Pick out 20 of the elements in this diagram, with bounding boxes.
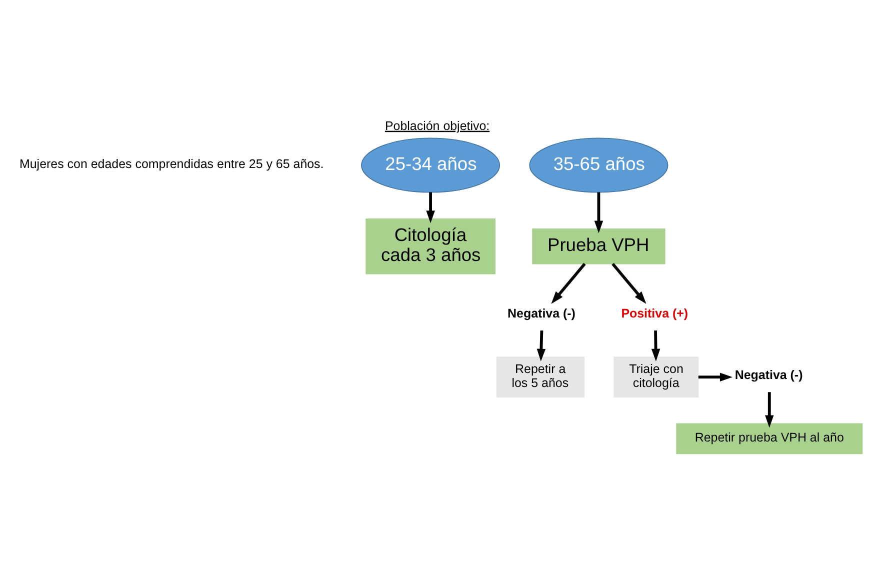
node-box: Triaje con citología bbox=[614, 356, 699, 398]
node-box: Prueba VPH bbox=[532, 228, 666, 264]
arrow bbox=[536, 330, 546, 362]
arrow bbox=[765, 392, 774, 428]
node-box: Repetir prueba VPH al año bbox=[676, 423, 863, 454]
node-ellipse: 25-34 años bbox=[361, 138, 500, 193]
arrow bbox=[698, 372, 732, 382]
arrow bbox=[651, 330, 660, 362]
node-text: Negativa (-) bbox=[734, 368, 803, 382]
node-ellipse: 35-65 años bbox=[529, 138, 668, 193]
node-box: Repetir a los 5 años bbox=[496, 356, 585, 398]
node-text: Positiva (+) bbox=[621, 306, 688, 321]
node-text: Negativa (-) bbox=[508, 306, 576, 321]
node-box: Citología cada 3 años bbox=[366, 218, 496, 274]
label: Mujeres con edades comprendidas entre 25 y 65 años. bbox=[19, 157, 324, 172]
diagram-title: Población objetivo: bbox=[384, 118, 490, 133]
arrow bbox=[551, 262, 586, 304]
arrow bbox=[594, 192, 604, 234]
arrow bbox=[612, 262, 646, 304]
arrow bbox=[426, 192, 435, 224]
